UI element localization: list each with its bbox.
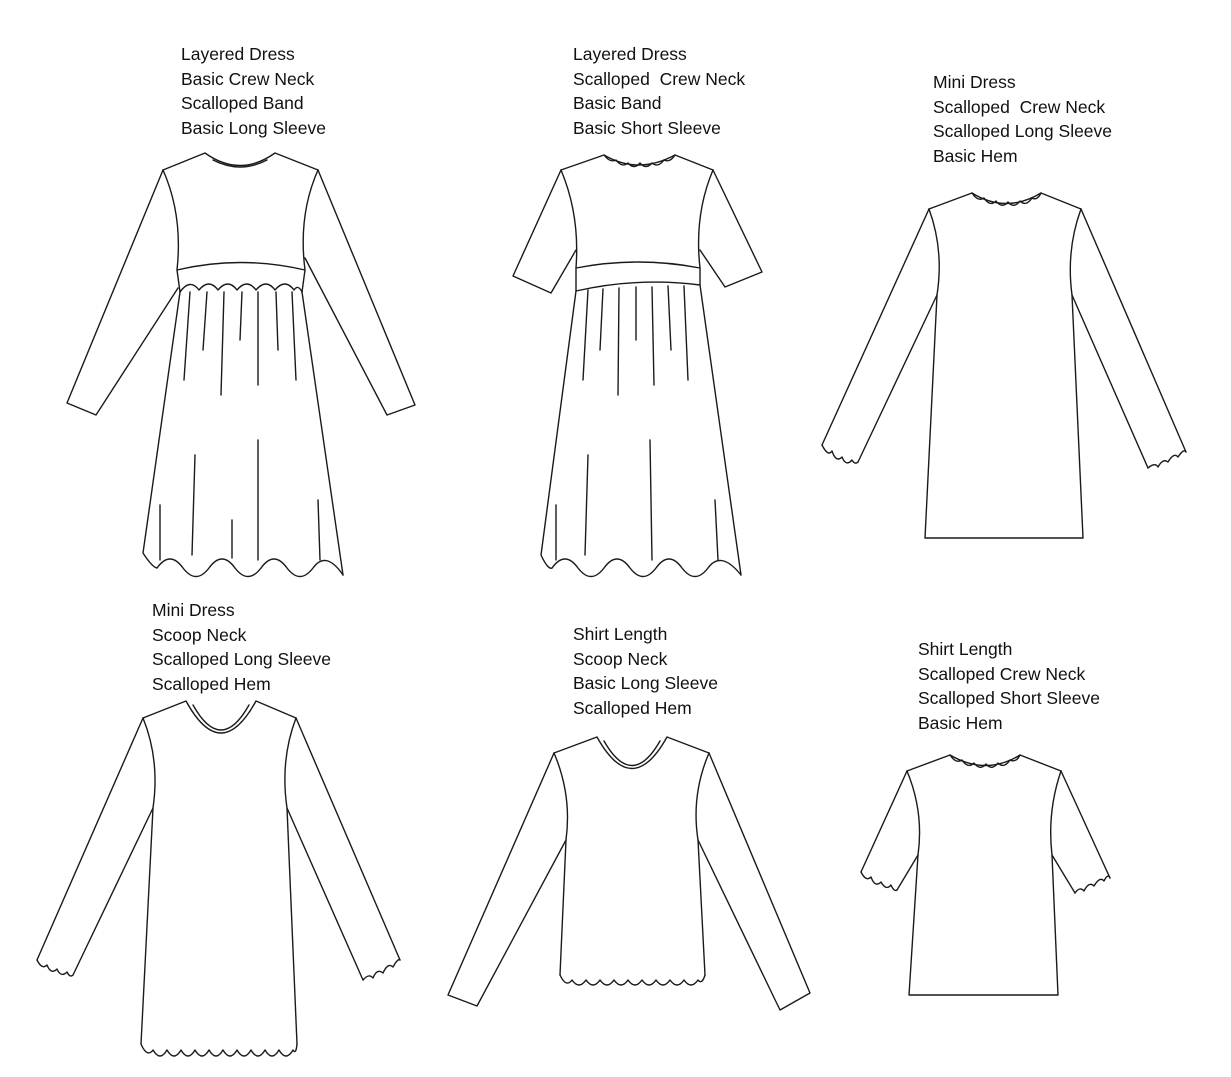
garment-4-caption: Mini Dress Scoop Neck Scalloped Long Sle…	[152, 598, 331, 696]
body-outline	[906, 754, 1062, 772]
right-sleeve	[1080, 208, 1187, 453]
body-outline	[928, 192, 1082, 210]
left-sleeve	[821, 208, 930, 446]
scalloped-neck	[971, 192, 1042, 206]
right-sleeve	[1060, 770, 1111, 879]
waist-band	[176, 261, 306, 293]
left-sleeve	[36, 717, 144, 961]
garment-3-mini-dress	[821, 192, 1187, 539]
bodice-left-side	[560, 169, 578, 269]
caption-line: Basic Long Sleeve	[573, 673, 718, 693]
skirt-left-side	[142, 291, 181, 569]
right-sleeve-inner	[1051, 854, 1076, 894]
left-sleeve-inner	[72, 807, 154, 976]
body-outline	[142, 700, 297, 734]
caption-line: Scalloped Crew Neck	[573, 68, 746, 89]
caption-line: Shirt Length	[573, 624, 668, 644]
waist-band	[575, 261, 701, 292]
caption-line: Scalloped Crew Neck	[933, 96, 1106, 117]
scalloped-hem	[140, 1043, 298, 1057]
skirt-right-side	[301, 291, 344, 576]
caption-line: Basic Band	[573, 93, 662, 113]
skirt-left-side	[540, 290, 577, 569]
left-sleeve	[66, 169, 179, 416]
caption-line: Basic Hem	[933, 145, 1018, 166]
garment-3-caption: Mini Dress Scalloped Crew Neck Scalloped…	[933, 70, 1112, 168]
bodice	[162, 152, 319, 171]
caption-line: Layered Dress	[573, 44, 687, 64]
left-sleeve-scallop	[860, 871, 898, 892]
caption-line: Scalloped Long Sleeve	[152, 649, 332, 669]
bodice-right-side	[302, 169, 319, 271]
scalloped-neck	[603, 154, 676, 168]
scalloped-band-edge	[179, 283, 303, 293]
body-left-side	[924, 208, 1084, 539]
right-sleeve-inner	[286, 807, 364, 981]
skirt-right-side	[699, 284, 742, 576]
caption-line: Scoop Neck	[573, 648, 668, 669]
garment-6-caption: Shirt Length Scalloped Crew Neck Scallop…	[918, 637, 1100, 735]
caption-line: Mini Dress	[152, 600, 235, 620]
caption-line: Layered Dress	[181, 44, 295, 64]
garment-1-caption: Layered Dress Basic Crew Neck Scalloped …	[181, 42, 326, 140]
caption-line: Scalloped Hem	[573, 697, 692, 718]
caption-line: Scalloped Short Sleeve	[918, 688, 1100, 708]
garment-6-shirt	[860, 754, 1111, 996]
body-outline	[553, 736, 710, 769]
left-sleeve-scallop	[821, 444, 859, 464]
left-sleeve	[860, 770, 908, 873]
right-sleeve-scallop	[362, 958, 401, 981]
caption-line: Shirt Length	[918, 639, 1013, 659]
caption-line: Mini Dress	[933, 72, 1016, 92]
skirt-gathers	[159, 291, 321, 561]
garment-1-layered-dress	[66, 152, 416, 578]
left-sleeve	[512, 169, 577, 294]
scoop-neck-band	[603, 740, 661, 767]
left-sleeve	[447, 752, 567, 1007]
garment-2-caption: Layered Dress Scalloped Crew Neck Basic …	[573, 42, 745, 140]
right-sleeve-inner	[1071, 294, 1149, 469]
bodice	[560, 154, 714, 171]
caption-line: Basic Short Sleeve	[573, 117, 721, 138]
body-sides	[140, 717, 298, 1045]
neck-band	[212, 159, 268, 168]
caption-line: Scalloped Crew Neck	[918, 663, 1086, 684]
skirt-gathers	[555, 285, 719, 561]
caption-line: Scoop Neck	[152, 624, 247, 645]
scalloped-neck	[949, 754, 1021, 768]
bodice-left-side	[162, 169, 180, 271]
caption-line: Basic Crew Neck	[181, 68, 315, 89]
scalloped-hem	[156, 558, 344, 578]
garment-4-mini-dress	[36, 700, 401, 1057]
garment-5-caption: Shirt Length Scoop Neck Basic Long Sleev…	[573, 622, 718, 720]
caption-line: Scalloped Long Sleeve	[933, 121, 1113, 141]
left-sleeve-inner	[857, 294, 938, 463]
right-sleeve	[304, 169, 416, 416]
right-sleeve-scallop	[1147, 450, 1187, 469]
garment-2-layered-dress	[512, 154, 763, 578]
left-sleeve-scallop	[36, 959, 74, 977]
right-sleeve	[295, 717, 401, 961]
caption-line: Scalloped Band	[181, 93, 304, 113]
caption-line: Basic Long Sleeve	[181, 117, 326, 138]
scoop-neck-band	[192, 704, 250, 731]
body-sides	[553, 752, 710, 976]
body-sides	[906, 770, 1062, 996]
garment-5-shirt	[447, 736, 811, 1011]
right-sleeve-scallop	[1074, 875, 1111, 894]
right-sleeve	[697, 752, 811, 1011]
caption-line: Scalloped Hem	[152, 673, 271, 694]
scalloped-hem	[551, 558, 742, 578]
bodice-right-side	[697, 169, 714, 269]
left-sleeve-inner	[896, 854, 919, 891]
right-sleeve	[699, 169, 763, 288]
caption-line: Basic Hem	[918, 712, 1003, 733]
scalloped-hem	[559, 974, 706, 986]
